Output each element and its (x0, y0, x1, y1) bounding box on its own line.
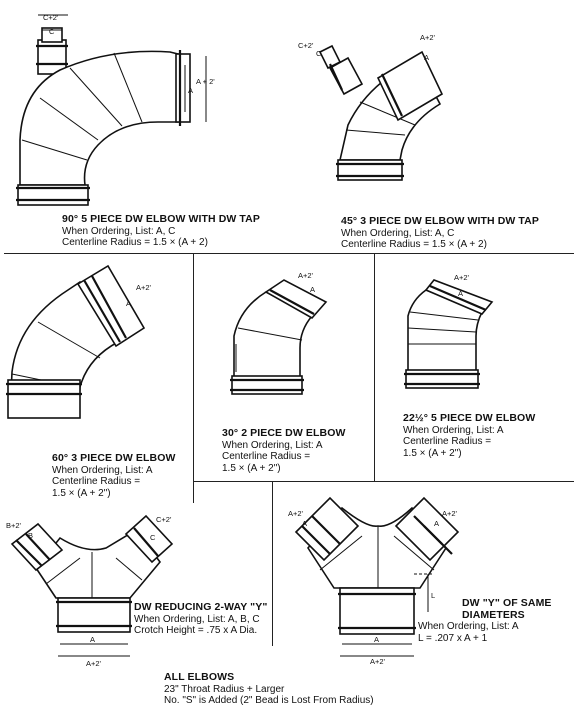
divider-v1 (193, 253, 194, 503)
dim-a-label: A (374, 635, 379, 644)
caption-line: When Ordering, List: A (222, 439, 323, 451)
elbow-30-drawing: A+2' A (230, 271, 328, 395)
caption-line: 1.5 × (A + 2") (403, 447, 462, 459)
caption-line: Centerline Radius = 1.5 × (A + 2) (341, 239, 487, 250)
dim-a-label: A (188, 86, 193, 95)
caption-line: Centerline Radius = 1.5 × (A + 2) (62, 237, 208, 248)
caption-p5: 22½° 5 PIECE DW ELBOW When Ordering, Lis… (403, 412, 536, 459)
caption-line: When Ordering, List: A (403, 424, 504, 436)
same-diameter-y-drawing: L A A+2' A+2' A A+2' A (288, 496, 460, 666)
footer-note: ALL ELBOWS 23" Throat Radius + Larger No… (164, 671, 374, 707)
dim-c2-label: C+2' (43, 13, 59, 22)
dim-a2-label: A+2' (454, 273, 470, 282)
reducing-y-drawing: A A+2' B+2' B C+2' C (6, 514, 174, 668)
dim-a-right-label: A (434, 519, 439, 528)
caption-p6: DW REDUCING 2-WAY "Y" When Ordering, Lis… (134, 601, 268, 637)
dim-c2-label: C+2' (298, 41, 314, 50)
dim-a-label: A (126, 299, 131, 308)
elbow-90-drawing: C+2' C A A + 2' (16, 13, 215, 206)
divider-v2 (374, 253, 375, 481)
dim-a2-label: A+2' (420, 33, 436, 42)
dim-b-label: B (28, 531, 33, 540)
caption-line: 1.5 × (A + 2") (222, 462, 281, 474)
caption-line: L = .207 x A + 1 (418, 632, 488, 644)
footer-line: No. "S" is Added (2" Bead is Lost From R… (164, 695, 374, 706)
dim-a-left-label: A (302, 519, 307, 528)
caption-line: When Ordering, List: A (52, 464, 153, 476)
caption-line: Centerline Radius = (52, 476, 141, 487)
dim-c-label: C (49, 27, 55, 36)
caption-line: When Ordering, List: A (418, 621, 519, 632)
dim-c-label: C (316, 49, 322, 58)
caption-title: DW REDUCING 2-WAY "Y" (134, 601, 268, 613)
dim-a-label: A (310, 285, 315, 294)
dim-b2-label: B+2' (6, 521, 22, 530)
caption-line: Crotch Height = .75 x A Dia. (134, 625, 258, 636)
dim-a2-right-label: A+2' (442, 509, 458, 518)
caption-p4: 30° 2 PIECE DW ELBOW When Ordering, List… (222, 427, 346, 474)
elbow-60-drawing: A+2' A (6, 264, 152, 419)
footer-line: 23" Throat Radius + Larger (164, 683, 285, 695)
caption-line: Centerline Radius = (222, 451, 311, 462)
dim-c-label: C (150, 533, 156, 542)
dim-a2-label: A + 2' (196, 77, 215, 86)
divider-h1 (4, 253, 574, 254)
divider-h2 (193, 481, 574, 482)
divider-v3 (272, 481, 273, 646)
caption-title: 30° 2 PIECE DW ELBOW (222, 427, 346, 439)
caption-title: 90° 5 PIECE DW ELBOW WITH DW TAP (62, 213, 260, 225)
caption-line: When Ordering, List: A, B, C (134, 613, 260, 625)
dim-a2-left-label: A+2' (288, 509, 304, 518)
caption-line: 1.5 × (A + 2") (52, 487, 111, 499)
caption-p2: 45° 3 PIECE DW ELBOW WITH DW TAP When Or… (341, 215, 539, 251)
caption-line: When Ordering, List: A, C (62, 225, 176, 237)
dim-a2-label: A+2' (86, 659, 102, 668)
elbow-22-drawing: A+2' A (404, 273, 494, 389)
footer-title: ALL ELBOWS (164, 671, 235, 683)
caption-title: 60° 3 PIECE DW ELBOW (52, 452, 176, 464)
dim-a-label: A (90, 635, 95, 644)
dim-a2-label: A+2' (370, 657, 386, 666)
caption-title: 45° 3 PIECE DW ELBOW WITH DW TAP (341, 215, 539, 227)
dim-l-label: L (431, 591, 435, 600)
caption-p3: 60° 3 PIECE DW ELBOW When Ordering, List… (52, 452, 176, 499)
elbow-45-drawing: C+2' C A+2' A (298, 33, 444, 181)
dim-c2-label: C+2' (156, 515, 172, 524)
dim-a-label: A (424, 53, 429, 62)
dim-a2-label: A+2' (136, 283, 152, 292)
caption-line: When Ordering, List: A, C (341, 227, 455, 239)
caption-title: DW "Y" OF SAME DIAMETERS (462, 597, 552, 621)
caption-line: Centerline Radius = (403, 436, 492, 447)
caption-p1: 90° 5 PIECE DW ELBOW WITH DW TAP When Or… (62, 213, 260, 249)
caption-p7: DW "Y" OF SAME DIAMETERS When Ordering, … (418, 597, 558, 644)
caption-title: 22½° 5 PIECE DW ELBOW (403, 412, 536, 424)
dim-a-label: A (458, 289, 463, 298)
dim-a2-label: A+2' (298, 271, 314, 280)
